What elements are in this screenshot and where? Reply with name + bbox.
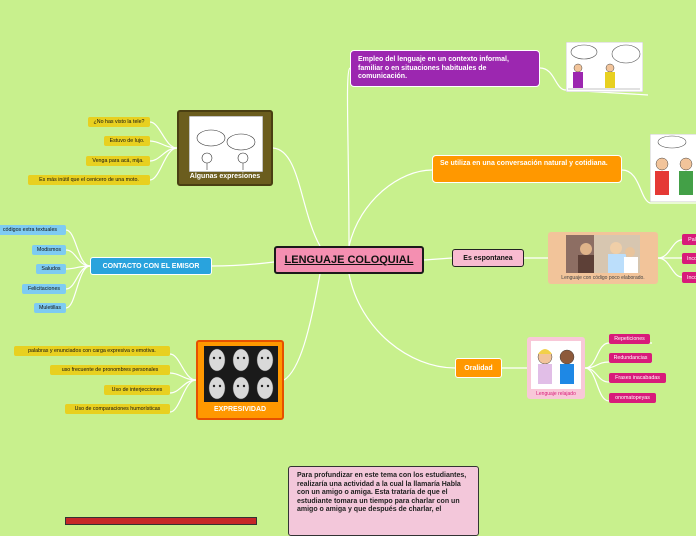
- branch-conversacion[interactable]: Se utiliza en una conversación natural y…: [432, 155, 622, 183]
- algunas-child-2[interactable]: Estuvo de lujo.: [104, 136, 150, 146]
- branch-contacto-emisor[interactable]: CONTACTO CON EL EMISOR: [90, 257, 212, 275]
- expresividad-label: EXPRESIVIDAD: [213, 406, 267, 413]
- kids-talking-image: [531, 341, 581, 389]
- contacto-child-5[interactable]: Muletillas: [34, 303, 66, 313]
- contacto-child-3[interactable]: Saludos: [36, 264, 66, 274]
- branch-oralidad[interactable]: Oralidad: [455, 358, 502, 378]
- oralidad-child-frases[interactable]: Frases inacabadas: [609, 373, 666, 383]
- contacto-child-4[interactable]: Felicitaciones: [22, 284, 66, 294]
- algunas-child-4[interactable]: Es más inútil que el cenicero de una mot…: [28, 175, 150, 185]
- connector-lines: [0, 67, 696, 413]
- branch-algunas-expresiones[interactable]: Algunas expresiones: [177, 110, 273, 186]
- oralidad-child-repeticiones[interactable]: Repeticiones: [609, 334, 650, 344]
- espontanea-child-1[interactable]: Pal: [682, 234, 696, 245]
- comic-conversation-image: [565, 41, 644, 93]
- central-topic[interactable]: LENGUAJE COLOQUIAL: [274, 246, 424, 274]
- espontanea-child-3[interactable]: Inco: [682, 272, 696, 283]
- algunas-child-1[interactable]: ¿No has visto la tele?: [88, 117, 150, 127]
- branch-expresividad[interactable]: EXPRESIVIDAD: [196, 340, 284, 420]
- algunas-child-3[interactable]: Venga para acá, mija.: [86, 156, 150, 166]
- espontanea-image-card: Lenguaje con código poco elaborado.: [548, 232, 658, 284]
- oralidad-child-onomatopeyas[interactable]: onomatopeyas: [609, 393, 656, 403]
- oralidad-child-redundancias[interactable]: Redundancias: [609, 353, 652, 363]
- branch-espontanea[interactable]: Es espontanea: [452, 249, 524, 267]
- conversacion-image: [649, 133, 696, 203]
- bottom-red-node[interactable]: [65, 517, 257, 525]
- algunas-label: Algunas expresiones: [189, 173, 261, 180]
- expresividad-child-1[interactable]: palabras y enunciados con carga expresiv…: [14, 346, 170, 356]
- expressions-comic-image: [189, 116, 263, 172]
- oralidad-image-card: Lenguaje relajado: [527, 337, 585, 399]
- expresividad-child-2[interactable]: uso frecuente de pronombres personales: [50, 365, 170, 375]
- oralidad-image-caption: Lenguaje relajado: [536, 391, 576, 397]
- faces-image: [204, 346, 278, 402]
- people-talking-image: [649, 133, 696, 203]
- empleo-image: [565, 41, 644, 93]
- branch-empleo[interactable]: Empleo del lenguaje en un contexto infor…: [350, 50, 540, 87]
- expresividad-child-4[interactable]: Uso de comparaciones humorísticas: [65, 404, 170, 414]
- contacto-child-1[interactable]: códigos extra textuales: [0, 225, 66, 235]
- expresividad-child-3[interactable]: Uso de interjecciones: [104, 385, 170, 395]
- espontanea-child-2[interactable]: Inco: [682, 253, 696, 264]
- espontanea-image-caption: Lenguaje con código poco elaborado.: [561, 275, 645, 281]
- contacto-child-2[interactable]: Modismos: [32, 245, 66, 255]
- women-chatting-image: [566, 235, 640, 273]
- note-box[interactable]: Para profundizar en este tema con los es…: [288, 466, 479, 536]
